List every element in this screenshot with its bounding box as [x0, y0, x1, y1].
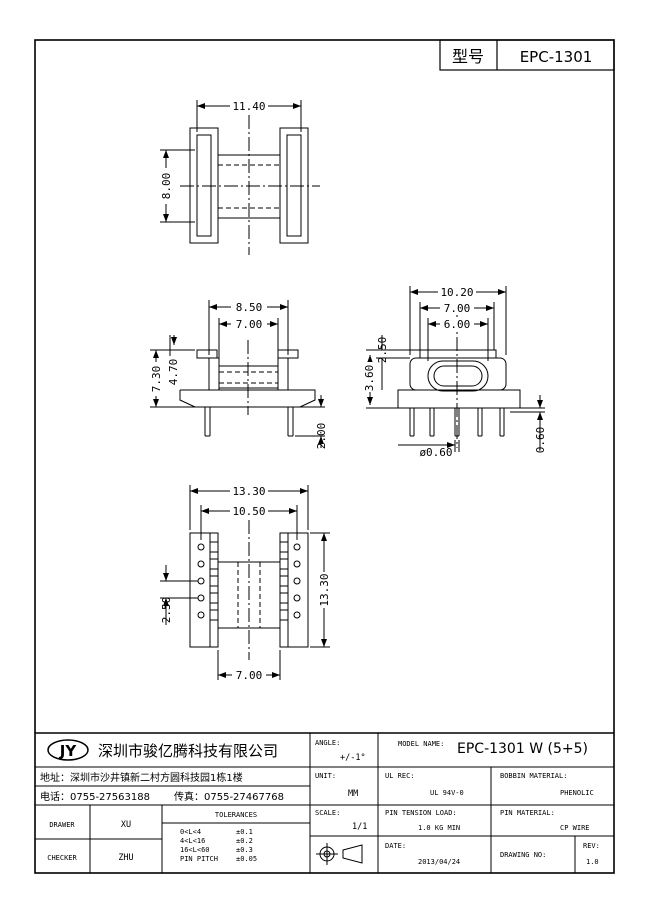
ul-rec-label: UL REC: [385, 772, 415, 780]
date-value: 2013/04/24 [418, 858, 460, 866]
model-header: 型号 EPC-1301 [439, 39, 615, 71]
tol-range-2: 16<L<60 [180, 846, 210, 854]
pin-tension-value: 1.0 KG MIN [418, 824, 460, 832]
scale-label: SCALE: [315, 809, 340, 817]
model-name-label: MODEL NAME: [398, 740, 444, 748]
pin-tension-label: PIN TENSION LOAD: [385, 809, 457, 817]
angle-value: +/-1° [340, 753, 366, 763]
title-block [35, 732, 614, 873]
model-name-value: EPC-1301 W (5+5) [457, 741, 588, 757]
bobbin-material-value: PHENOLIC [560, 789, 594, 797]
rev-value: 1.0 [586, 858, 599, 866]
dim-side-outer: 8.50 [236, 301, 263, 314]
checker-label: CHECKER [47, 854, 77, 862]
dim-front-outer: 10.20 [440, 286, 473, 299]
tol-range-0: 0<L<4 [180, 828, 201, 836]
front-view [366, 286, 545, 452]
company-name: 深圳市骏亿腾科技有限公司 [98, 742, 278, 760]
angle-label: ANGLE: [315, 739, 340, 747]
tol-range-1: 4<L<16 [180, 837, 205, 845]
dim-bottom-height: 13.30 [318, 573, 331, 606]
dim-bottom-outer: 13.30 [232, 485, 265, 498]
dim-bottom-pitch: 2.50 [160, 597, 173, 624]
company-phone: 电话：0755-27563188 [40, 790, 150, 803]
unit-label: UNIT: [315, 772, 336, 780]
company-logo [47, 739, 89, 761]
drawer-label: DRAWER [49, 821, 75, 829]
drawing-border [34, 39, 615, 874]
side-view [150, 300, 325, 448]
model-label: 型号 [452, 47, 484, 66]
rev-label: REV: [583, 842, 600, 850]
dim-front-pin-d: ø0.60 [419, 446, 452, 459]
projection-symbol-icon [316, 843, 363, 865]
dim-top-height: 8.00 [160, 173, 173, 200]
dim-top-width: 11.40 [232, 100, 265, 113]
unit-value: MM [348, 789, 358, 799]
company-address: 地址：深圳市沙井镇新二村方圆科技园1栋1楼 [40, 771, 243, 784]
dim-front-mid: 7.00 [444, 302, 471, 315]
dim-bottom-inner: 10.50 [232, 505, 265, 518]
logo-text: JY [59, 742, 78, 760]
ul-rec-value: UL 94V-0 [430, 789, 464, 797]
dim-front-inner: 6.00 [444, 318, 471, 331]
dim-side-upper-h: 4.70 [167, 359, 180, 386]
tolerances-label: TOLERANCES [215, 811, 257, 819]
bottom-view [160, 485, 330, 680]
company-fax: 传真：0755-27467768 [174, 790, 284, 803]
tol-value-2: ±0.3 [236, 846, 253, 854]
checker-value: ZHU [118, 853, 133, 863]
tol-value-3: ±0.05 [236, 855, 257, 863]
top-view [160, 100, 320, 255]
tol-value-1: ±0.2 [236, 837, 253, 845]
tol-value-0: ±0.1 [236, 828, 253, 836]
dim-side-total-h: 7.30 [150, 366, 163, 393]
drawing-no-label: DRAWING NO: [500, 851, 546, 859]
dim-bottom-span: 7.00 [236, 669, 263, 682]
dim-front-h1: 2.50 [376, 337, 389, 364]
model-value: EPC-1301 [520, 48, 593, 66]
date-label: DATE: [385, 842, 406, 850]
bobbin-material-label: BOBBIN MATERIAL: [500, 772, 567, 780]
tol-range-3: PIN PITCH [180, 855, 218, 863]
pin-material-label: PIN MATERIAL: [500, 809, 555, 817]
dim-side-inner: 7.00 [236, 318, 263, 331]
dim-front-pin-w: 0.60 [534, 427, 547, 454]
pin-material-value: CP WIRE [560, 824, 590, 832]
dim-side-pin-len: 2.00 [315, 423, 328, 450]
dim-front-h2: 3.60 [363, 365, 376, 392]
scale-value: 1/1 [352, 822, 367, 832]
drawer-value: XU [121, 820, 131, 830]
